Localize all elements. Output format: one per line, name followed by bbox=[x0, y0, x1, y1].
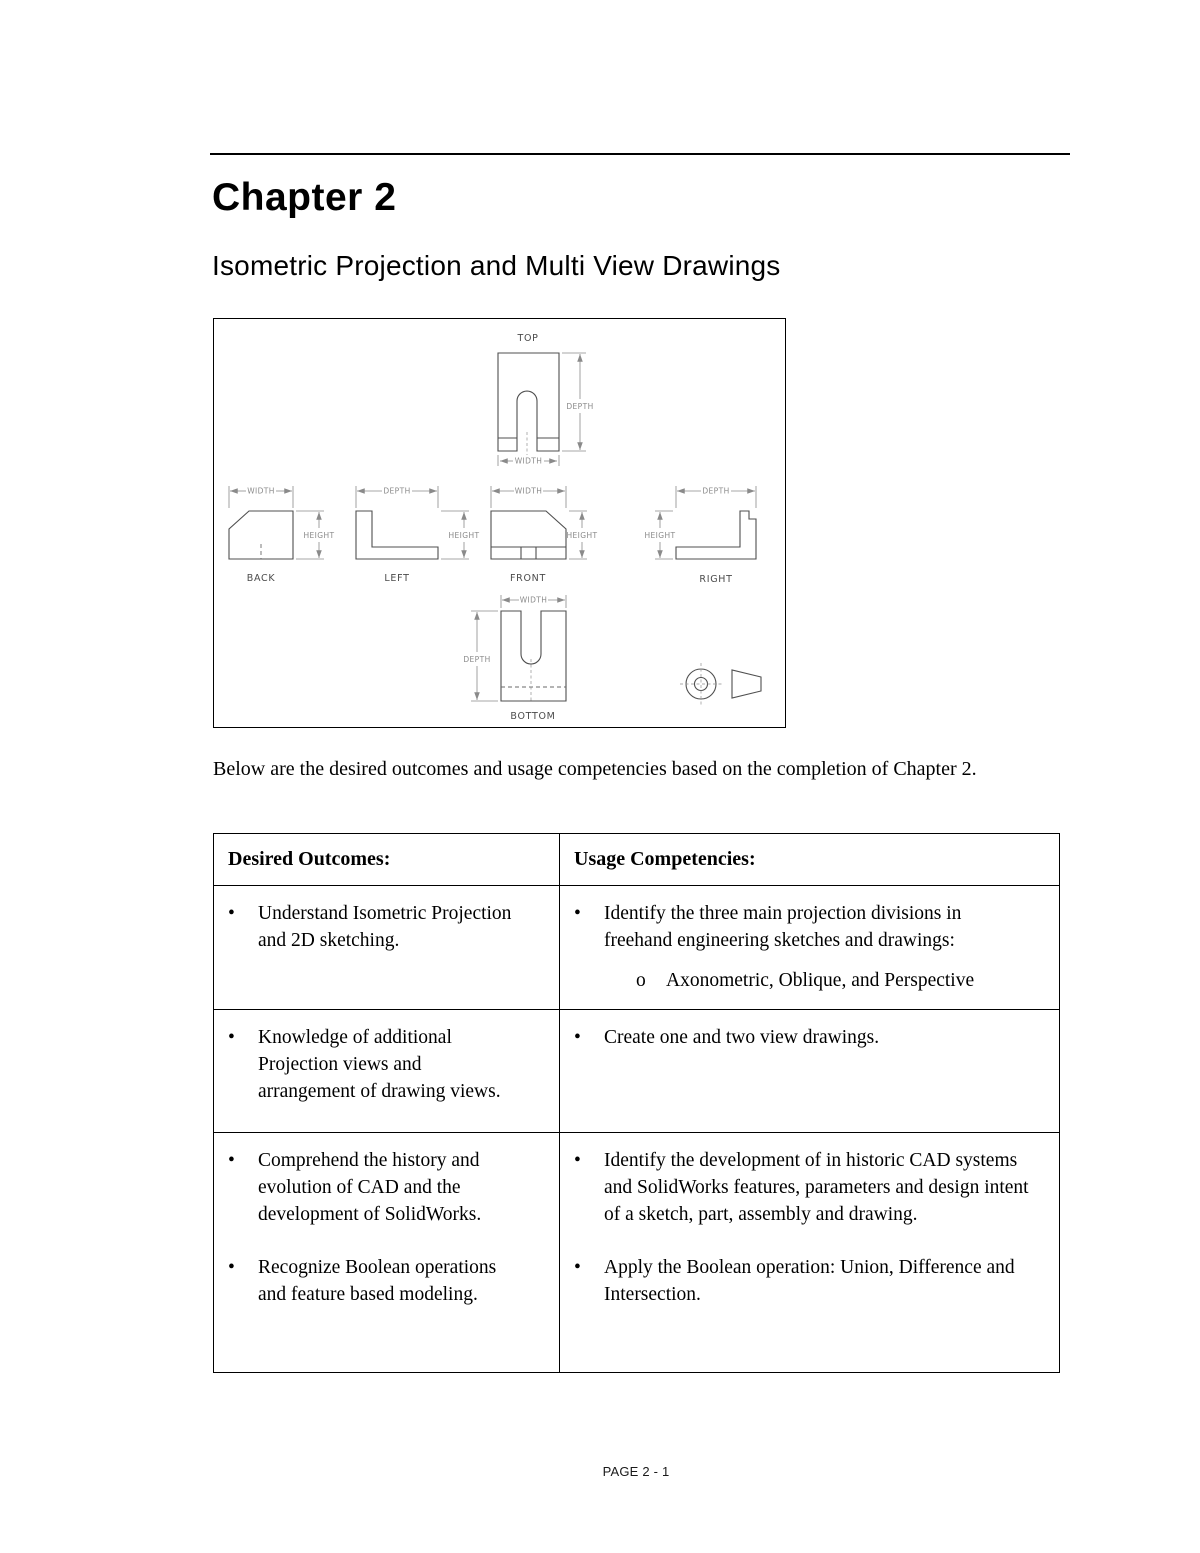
circle-marker: o bbox=[636, 969, 646, 991]
cell-outcomes-row2: • Knowledge of additional Projection vie… bbox=[213, 1008, 560, 1133]
header-rule bbox=[210, 153, 1070, 155]
front-view: FRONT WIDTH HEIGHT bbox=[490, 486, 597, 584]
bullet-marker: • bbox=[574, 1257, 581, 1279]
third-angle-projection-symbol-icon bbox=[680, 663, 762, 705]
right-height-dim-label: HEIGHT bbox=[644, 531, 675, 540]
front-height-dim-label: HEIGHT bbox=[566, 531, 597, 540]
chapter-subtitle: Isometric Projection and Multi View Draw… bbox=[212, 250, 781, 281]
table-row: • Understand Isometric Projection and 2D… bbox=[213, 885, 1060, 1010]
list-item: • Identify the three main projection div… bbox=[574, 901, 1047, 955]
bullet-marker: • bbox=[574, 903, 581, 924]
multiview-drawing: TOP WIDTH DEPTH BACK bbox=[228, 333, 762, 722]
table-row: • Knowledge of additional Projection vie… bbox=[213, 1008, 1060, 1133]
table-header-row: Desired Outcomes: Usage Competencies: bbox=[213, 833, 1060, 886]
top-view: TOP WIDTH DEPTH bbox=[497, 333, 593, 466]
list-item: • Apply the Boolean operation: Union, Di… bbox=[574, 1255, 1047, 1309]
list-item-text: Understand Isometric Projection and 2D s… bbox=[258, 903, 512, 951]
table-row: • Comprehend the history and evolution o… bbox=[213, 1131, 1060, 1373]
list-item: • Knowledge of additional Projection vie… bbox=[228, 1025, 547, 1106]
sub-list-item: o Axonometric, Oblique, and Perspective bbox=[636, 968, 1047, 995]
list-item-text: Knowledge of additional Projection views… bbox=[258, 1026, 501, 1102]
left-height-dim-label: HEIGHT bbox=[448, 531, 479, 540]
outcomes-table: Desired Outcomes: Usage Competencies: • … bbox=[213, 833, 1060, 1373]
bullet-marker: • bbox=[228, 1026, 235, 1048]
list-item: • Recognize Boolean operations and featu… bbox=[228, 1255, 547, 1309]
bullet-marker: • bbox=[228, 1149, 235, 1171]
cell-competencies-row3: • Identify the development of in histori… bbox=[559, 1131, 1060, 1373]
back-width-dim-label: WIDTH bbox=[247, 487, 275, 496]
list-item-text: Recognize Boolean operations and feature… bbox=[258, 1257, 497, 1306]
bullet-marker: • bbox=[574, 1026, 581, 1048]
top-width-dim-label: WIDTH bbox=[515, 457, 543, 466]
front-width-dim-label: WIDTH bbox=[515, 487, 543, 496]
bottom-view-label: BOTTOM bbox=[510, 711, 555, 722]
back-height-dim-label: HEIGHT bbox=[303, 531, 334, 540]
table-header-usage-competencies: Usage Competencies: bbox=[559, 833, 1060, 886]
right-view: RIGHT DEPTH HEIGHT bbox=[644, 486, 757, 585]
list-item-text: Create one and two view drawings. bbox=[604, 1026, 880, 1048]
back-view: BACK WIDTH HEIGHT bbox=[228, 486, 334, 584]
left-view: LEFT DEPTH HEIGHT bbox=[355, 486, 479, 584]
multiview-figure: TOP WIDTH DEPTH BACK bbox=[213, 318, 786, 728]
list-item: • Identify the development of in histori… bbox=[574, 1148, 1047, 1229]
bullet-marker: • bbox=[228, 903, 235, 924]
top-depth-dim-label: DEPTH bbox=[566, 402, 593, 411]
list-item: • Create one and two view drawings. bbox=[574, 1025, 1047, 1052]
bottom-view: BOTTOM WIDTH DEPTH bbox=[463, 595, 567, 722]
top-view-label: TOP bbox=[516, 333, 538, 344]
cell-competencies-row2: • Create one and two view drawings. bbox=[559, 1008, 1060, 1133]
bottom-depth-dim-label: DEPTH bbox=[463, 655, 490, 664]
sub-list-item-text: Axonometric, Oblique, and Perspective bbox=[666, 969, 975, 991]
bullet-marker: • bbox=[574, 1149, 581, 1171]
left-depth-dim-label: DEPTH bbox=[383, 487, 410, 496]
cell-competencies-row1: • Identify the three main projection div… bbox=[559, 885, 1060, 1010]
back-view-label: BACK bbox=[247, 573, 276, 584]
list-item: • Understand Isometric Projection and 2D… bbox=[228, 901, 547, 955]
list-item-text: Comprehend the history and evolution of … bbox=[258, 1149, 482, 1225]
cell-outcomes-row1: • Understand Isometric Projection and 2D… bbox=[213, 885, 560, 1010]
left-view-label: LEFT bbox=[384, 573, 409, 584]
list-item: • Comprehend the history and evolution o… bbox=[228, 1148, 547, 1229]
front-view-label: FRONT bbox=[510, 573, 546, 584]
list-item-text: Identify the development of in historic … bbox=[604, 1149, 1029, 1225]
chapter-title: Chapter 2 bbox=[212, 176, 397, 219]
page-number: PAGE 2 - 1 bbox=[602, 1464, 670, 1479]
table-header-desired-outcomes: Desired Outcomes: bbox=[213, 833, 560, 886]
list-item-text: Identify the three main projection divis… bbox=[604, 903, 962, 951]
list-item-text: Apply the Boolean operation: Union, Diff… bbox=[604, 1257, 1015, 1306]
bottom-width-dim-label: WIDTH bbox=[520, 596, 548, 605]
cell-outcomes-row3: • Comprehend the history and evolution o… bbox=[213, 1131, 560, 1373]
intro-paragraph: Below are the desired outcomes and usage… bbox=[213, 758, 977, 780]
right-view-label: RIGHT bbox=[699, 574, 732, 585]
bullet-marker: • bbox=[228, 1257, 235, 1279]
right-depth-dim-label: DEPTH bbox=[702, 487, 729, 496]
